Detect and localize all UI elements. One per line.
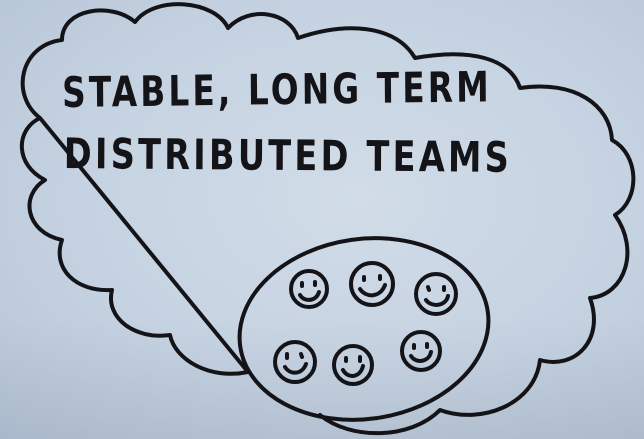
smiley-face-icon (414, 272, 458, 316)
thought-cloud-outline (19, 2, 636, 436)
smiley-face-icon (400, 330, 442, 372)
smiley-face-icon (273, 340, 317, 384)
headline-line-1: STABLE, LONG TERM (61, 62, 493, 117)
smiley-face-icon (349, 261, 395, 307)
headline-line-2: DISTRIBUTED TEAMS (63, 129, 513, 182)
smiley-face-icon (332, 344, 374, 386)
smiley-face-icon (289, 269, 329, 309)
team-ellipse (237, 236, 491, 422)
